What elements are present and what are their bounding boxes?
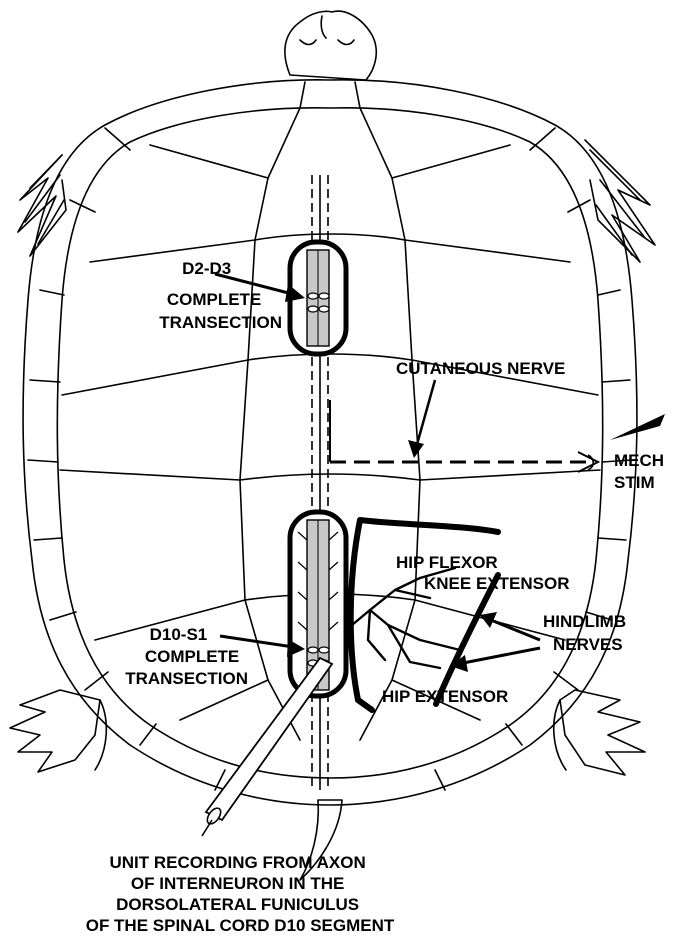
head <box>285 11 376 80</box>
right-hindlimb <box>554 690 645 775</box>
label-knee-extensor: KNEE EXTENSOR <box>424 574 569 593</box>
left-forelimb <box>18 155 66 256</box>
label-d10-s1: D10-S1 COMPLETE TRANSECTION <box>125 625 248 688</box>
svg-text:UNIT RECORDING FROM AXON: UNIT RECORDING FROM AXON OF INTERNEURON … <box>86 853 395 935</box>
caption: UNIT RECORDING FROM AXON OF INTERNEURON … <box>86 853 395 935</box>
label-hip-extensor: HIP EXTENSOR <box>382 687 508 706</box>
left-hindlimb <box>10 690 106 772</box>
label-d2-d3: D2-D3 COMPLETE TRANSECTION <box>159 259 282 332</box>
cutaneous-nerve <box>330 400 598 472</box>
hindlimb-nerve-bundle <box>346 520 498 710</box>
label-cutaneous-nerve: CUTANEOUS NERVE <box>396 359 565 378</box>
right-forelimb <box>585 140 655 262</box>
arrows <box>215 274 540 672</box>
label-mech-stim: MECH STIM <box>614 451 669 492</box>
label-hindlimb-nerves: HINDLIMB NERVES <box>543 612 631 654</box>
label-hip-flexor: HIP FLEXOR <box>396 553 498 572</box>
